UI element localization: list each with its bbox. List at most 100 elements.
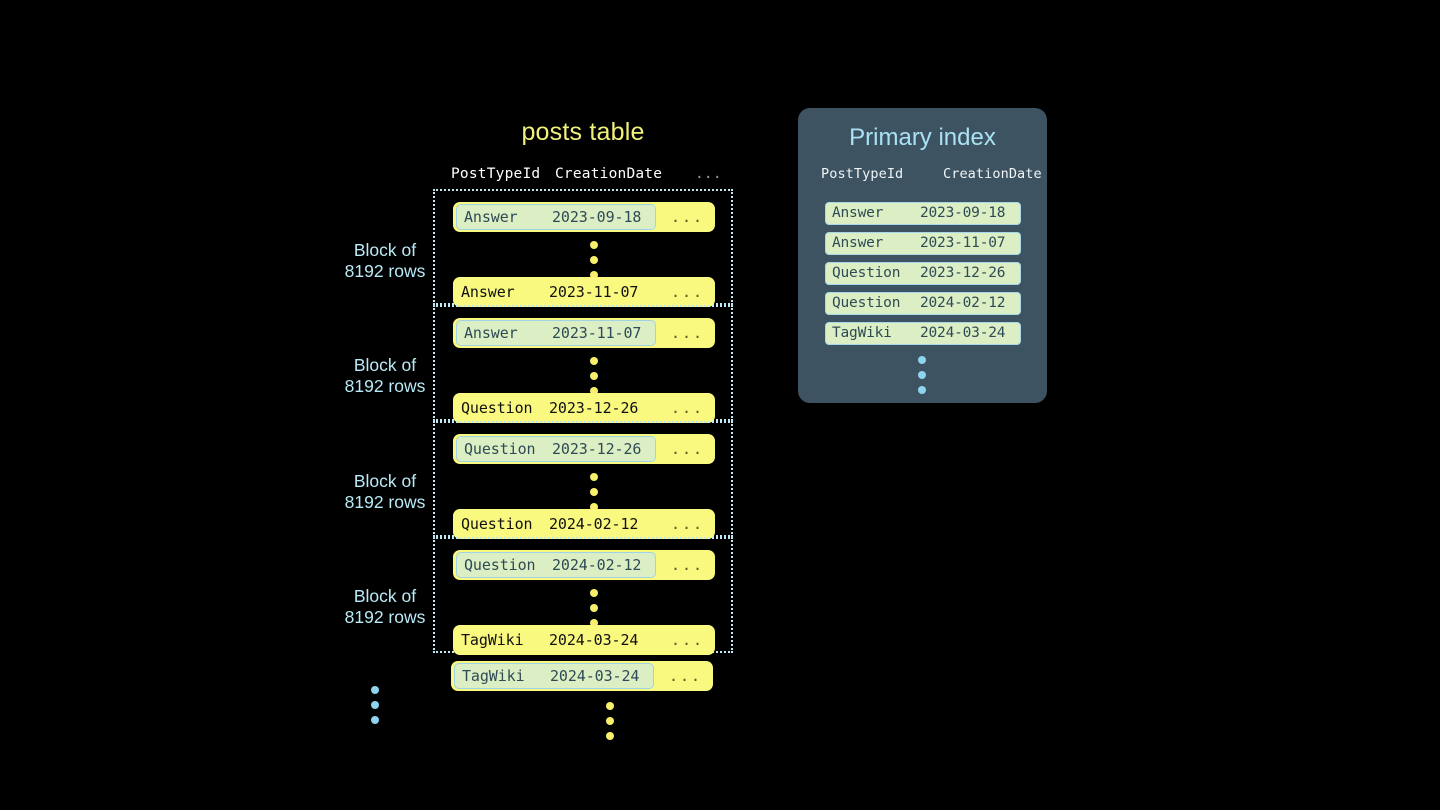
row-post-type: Question <box>461 399 533 417</box>
index-row: Question 2024-02-12 <box>825 292 1021 315</box>
row-creation-date: 2024-02-12 <box>552 556 642 574</box>
table-row: Question 2024-02-12 ... <box>453 550 715 580</box>
column-header-post-type-id: PostTypeId <box>451 166 541 182</box>
block-label-2-line2: 8192 rows <box>344 376 426 396</box>
dot <box>371 701 379 709</box>
dot <box>590 271 598 279</box>
dot <box>590 473 598 481</box>
row-creation-date: 2023-11-07 <box>549 283 639 301</box>
primary-index-title: Primary index <box>849 124 996 151</box>
dot <box>590 488 598 496</box>
table-row: Answer 2023-11-07 ... <box>453 318 715 348</box>
table-row: Answer 2023-09-18 ... <box>453 202 715 232</box>
row-creation-date: 2024-03-24 <box>549 631 639 649</box>
index-row-post-type: Answer <box>832 235 884 251</box>
row-more: ... <box>671 440 705 458</box>
dot <box>590 357 598 365</box>
dot <box>590 256 598 264</box>
index-mark-highlight <box>456 204 656 230</box>
row-more: ... <box>671 399 705 417</box>
table-ellipsis-dots <box>606 702 616 747</box>
row-creation-date: 2023-11-07 <box>552 324 642 342</box>
dot <box>590 503 598 511</box>
blocks-continuation-dots <box>371 686 381 731</box>
row-ellipsis-dots <box>590 473 600 518</box>
index-row-post-type: TagWiki <box>832 325 892 341</box>
table-row: Question 2023-12-26 ... <box>453 393 715 423</box>
row-post-type: TagWiki <box>461 631 524 649</box>
table-row: Answer 2023-11-07 ... <box>453 277 715 307</box>
dot <box>590 604 598 612</box>
primary-index-column-headers: PostTypeId CreationDate <box>821 166 1042 186</box>
block-label-1: Block of 8192 rows <box>330 240 440 282</box>
dot <box>590 387 598 395</box>
dot <box>590 619 598 627</box>
index-row: Answer 2023-11-07 <box>825 232 1021 255</box>
index-row-creation-date: 2023-09-18 <box>920 205 1006 221</box>
row-post-type: TagWiki <box>462 667 525 685</box>
index-column-header-creation-date: CreationDate <box>943 166 1042 182</box>
index-row-post-type: Question <box>832 295 901 311</box>
index-mark-highlight <box>454 663 654 689</box>
index-row: Question 2023-12-26 <box>825 262 1021 285</box>
row-post-type: Question <box>464 440 536 458</box>
row-more: ... <box>671 324 705 342</box>
block-label-3-line1: Block of <box>353 471 417 491</box>
dot <box>918 356 926 364</box>
block-label-3: Block of 8192 rows <box>330 471 440 513</box>
dot <box>371 686 379 694</box>
block-label-4: Block of 8192 rows <box>330 586 440 628</box>
row-creation-date: 2023-09-18 <box>552 208 642 226</box>
index-row-post-type: Answer <box>832 205 884 221</box>
block-1: Answer 2023-09-18 ... Answer 2023-11-07 … <box>433 189 733 307</box>
row-post-type: Question <box>464 556 536 574</box>
row-post-type: Answer <box>464 208 518 226</box>
index-row-creation-date: 2024-03-24 <box>920 325 1006 341</box>
block-label-2-line1: Block of <box>353 355 417 375</box>
block-label-4-line2: 8192 rows <box>344 607 426 627</box>
dot <box>606 732 614 740</box>
row-ellipsis-dots <box>590 589 600 634</box>
primary-index-panel: Primary index PostTypeId CreationDate An… <box>798 108 1047 403</box>
row-more: ... <box>669 667 703 685</box>
block-label-1-line1: Block of <box>353 240 417 260</box>
index-row-creation-date: 2023-11-07 <box>920 235 1006 251</box>
index-mark-highlight <box>456 436 656 462</box>
row-post-type: Answer <box>461 283 515 301</box>
row-creation-date: 2024-02-12 <box>549 515 639 533</box>
block-label-3-line2: 8192 rows <box>344 492 426 512</box>
row-post-type: Question <box>461 515 533 533</box>
table-row: Question 2023-12-26 ... <box>453 434 715 464</box>
block-3: Question 2023-12-26 ... Question 2024-02… <box>433 421 733 539</box>
posts-table-title: posts table <box>521 118 645 146</box>
block-2: Answer 2023-11-07 ... Question 2023-12-2… <box>433 305 733 423</box>
index-column-header-post-type-id: PostTypeId <box>821 166 904 182</box>
table-row: Question 2024-02-12 ... <box>453 509 715 539</box>
dot <box>590 241 598 249</box>
dot <box>918 386 926 394</box>
column-header-creation-date: CreationDate <box>555 166 663 182</box>
row-more: ... <box>671 556 705 574</box>
table-row: TagWiki 2024-03-24 ... <box>453 625 715 655</box>
column-header-more: ... <box>695 166 722 182</box>
row-more: ... <box>671 283 705 301</box>
posts-table-column-headers: PostTypeId CreationDate ... <box>451 166 733 188</box>
index-mark-highlight <box>456 320 656 346</box>
index-row-creation-date: 2023-12-26 <box>920 265 1006 281</box>
row-creation-date: 2023-12-26 <box>552 440 642 458</box>
row-ellipsis-dots <box>590 241 600 286</box>
dot <box>918 371 926 379</box>
index-row: Answer 2023-09-18 <box>825 202 1021 225</box>
dot <box>371 716 379 724</box>
dot <box>606 717 614 725</box>
index-ellipsis-dots <box>918 356 928 401</box>
index-row-creation-date: 2024-02-12 <box>920 295 1006 311</box>
dot <box>606 702 614 710</box>
index-mark-highlight <box>456 552 656 578</box>
block-label-2: Block of 8192 rows <box>330 355 440 397</box>
row-creation-date: 2023-12-26 <box>549 399 639 417</box>
row-ellipsis-dots <box>590 357 600 402</box>
row-post-type: Answer <box>464 324 518 342</box>
row-creation-date: 2024-03-24 <box>550 667 640 685</box>
row-more: ... <box>671 515 705 533</box>
